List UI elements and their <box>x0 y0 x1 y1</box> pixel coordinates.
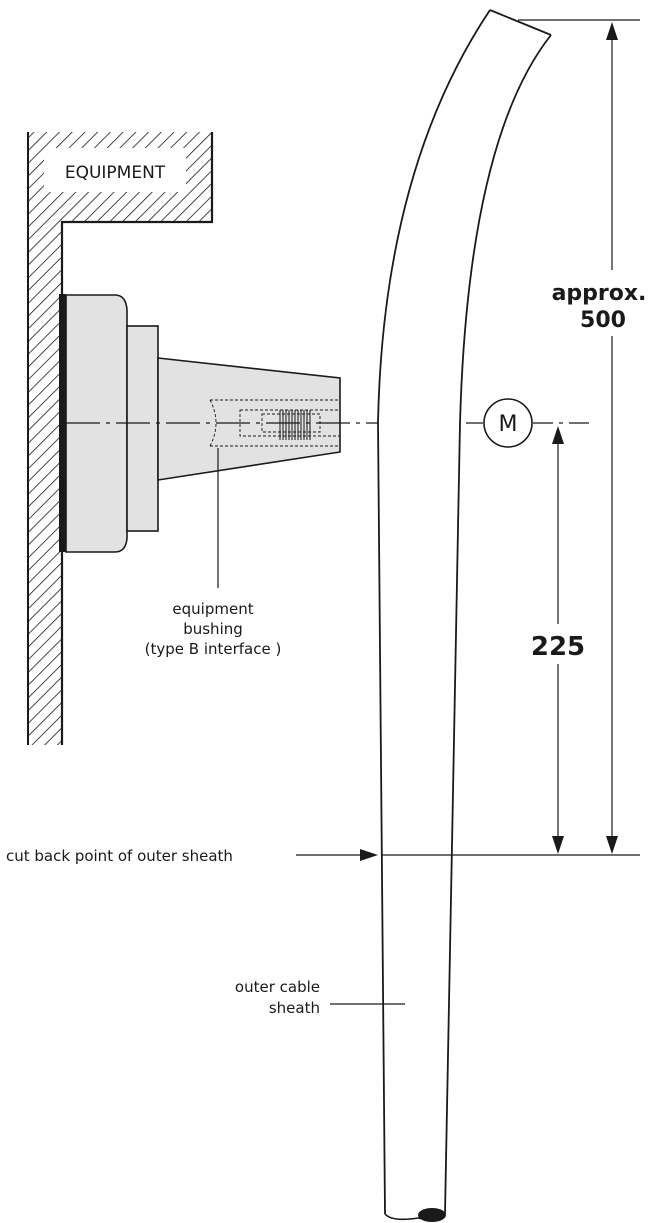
cutback-label: cut back point of outer sheath <box>6 847 233 865</box>
cable <box>377 9 552 1222</box>
cutback-point: cut back point of outer sheath <box>6 847 640 865</box>
bushing-label: equipment bushing (type B interface ) <box>145 600 282 658</box>
equipment-bushing <box>65 294 341 588</box>
bushing-thread <box>279 410 311 440</box>
marker-m-label: M <box>499 412 518 437</box>
cable-core-end <box>418 1208 446 1222</box>
bushing-label-2: bushing <box>183 620 243 638</box>
equipment-label: EQUIPMENT <box>65 163 166 183</box>
bushing-label-3: (type B interface ) <box>145 640 282 658</box>
marker-m: M <box>483 398 533 448</box>
dimension-total-label-1: approx. <box>552 281 647 306</box>
dimension-mark: 225 <box>520 426 598 854</box>
dimension-total-label-2: 500 <box>580 308 626 333</box>
mounting-gasket <box>59 294 66 552</box>
dimension-mark-label: 225 <box>531 632 585 662</box>
sheath-label-2: sheath <box>269 999 320 1017</box>
sheath-label-1: outer cable <box>235 978 320 996</box>
dimension-total: approx. 500 <box>518 19 654 854</box>
bushing-label-1: equipment <box>172 600 253 618</box>
equipment-label-box <box>44 148 186 192</box>
sheath-label: outer cable sheath <box>235 978 405 1017</box>
